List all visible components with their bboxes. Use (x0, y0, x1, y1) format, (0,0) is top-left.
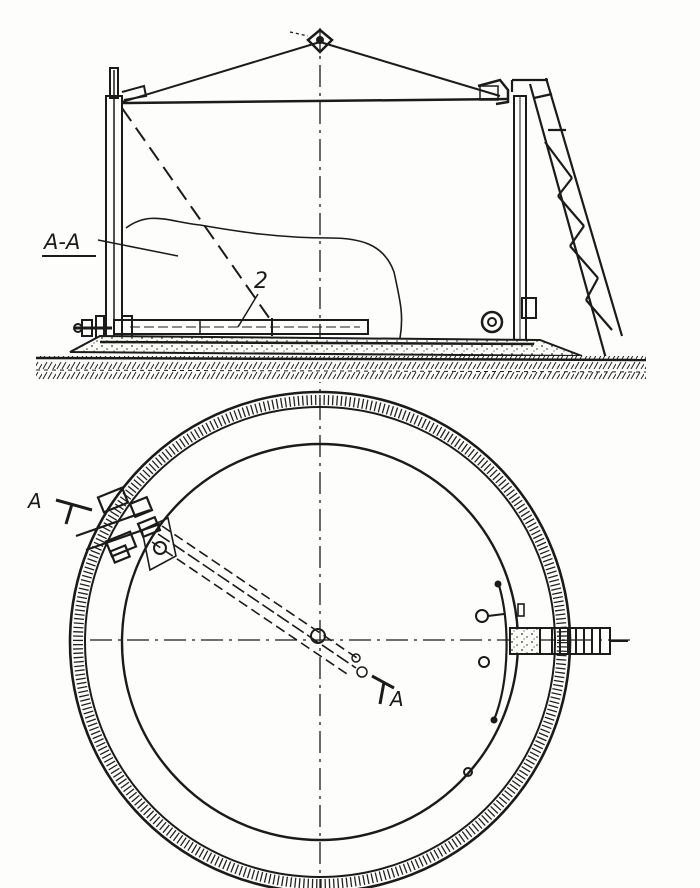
section-label-aa: A-A (42, 230, 80, 254)
part-number-2: 2 (254, 269, 268, 294)
internal-pipe (113, 319, 369, 335)
left-valve-assembly (73, 315, 133, 341)
tank-top-edge (121, 97, 509, 105)
plan-left-valves (75, 486, 162, 564)
plan-pipe (141, 516, 368, 678)
break-line (125, 217, 403, 339)
roof-line-left (121, 41, 321, 103)
foundation (69, 334, 583, 357)
diagonal-dashed (121, 107, 273, 323)
section-letter-right: A (388, 687, 404, 711)
fitting-2 (478, 656, 490, 668)
manhole (480, 310, 504, 334)
seal-arc (492, 581, 508, 721)
tick-ring (73, 395, 567, 888)
section-marker-left (55, 498, 93, 525)
plan-view (55, 390, 636, 888)
section-marker-right (371, 674, 395, 705)
outer-ring (68, 390, 572, 888)
fitting-3 (463, 767, 473, 777)
ladder (510, 77, 624, 367)
plan-nozzle (509, 627, 628, 655)
roof-apex-ring (306, 28, 334, 54)
leader-aa (97, 239, 179, 257)
roof-line-right (319, 41, 501, 97)
section-letter-left: A (26, 489, 42, 513)
elevation-view (35, 28, 647, 888)
ground-line (35, 356, 647, 362)
outer-ring-inner (84, 406, 556, 878)
fitting-1 (475, 609, 489, 623)
